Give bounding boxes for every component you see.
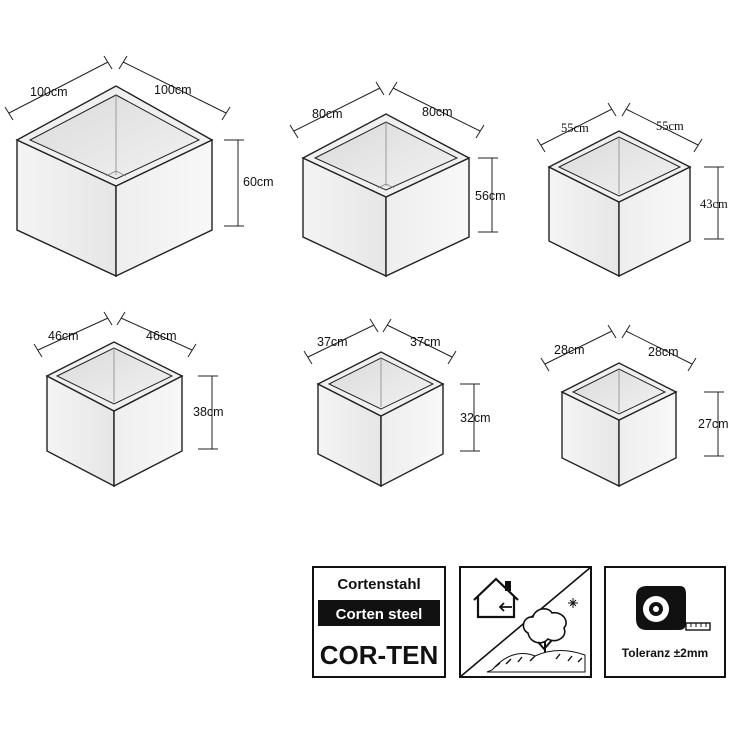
- planter-box-46: 46cm 46cm 38cm: [33, 311, 224, 488]
- height-label: 60cm: [243, 175, 274, 189]
- house-icon: [473, 577, 519, 619]
- width-label: 28cm: [554, 343, 585, 357]
- height-label: 43cm: [700, 197, 728, 211]
- material-label-code: COR-TEN: [320, 640, 438, 670]
- depth-label: 28cm: [648, 345, 679, 359]
- width-label: 100cm: [30, 85, 68, 99]
- planter-box-55: 55cm 55cm 43cm: [536, 102, 728, 278]
- width-label: 55cm: [561, 121, 589, 135]
- tolerance-label: Toleranz ±2mm: [622, 646, 708, 660]
- depth-label: 80cm: [422, 105, 453, 119]
- material-badge: Cortenstahl Corten steel COR-TEN: [312, 566, 446, 678]
- height-label: 56cm: [475, 189, 506, 203]
- indoor-outdoor-badge: [459, 566, 592, 678]
- material-label-german: Cortenstahl: [337, 576, 420, 593]
- planter-box-100: 100cm 100cm 60cm: [4, 55, 274, 278]
- tape-measure-icon: [636, 586, 711, 631]
- material-label-english: Corten steel: [336, 606, 423, 623]
- depth-label: 55cm: [656, 119, 684, 133]
- tree-icon: [486, 598, 586, 673]
- height-label: 32cm: [460, 411, 491, 425]
- height-label: 38cm: [193, 405, 224, 419]
- width-label: 46cm: [48, 329, 79, 343]
- planter-box-28: 28cm 28cm 27cm: [540, 324, 729, 488]
- depth-label: 100cm: [154, 83, 192, 97]
- width-label: 80cm: [312, 107, 343, 121]
- planter-box-37: 37cm 37cm 32cm: [303, 318, 491, 488]
- planter-box-80: 80cm 80cm 56cm: [289, 81, 506, 278]
- width-label: 37cm: [317, 335, 348, 349]
- tolerance-badge: Toleranz ±2mm: [604, 566, 726, 678]
- depth-label: 46cm: [146, 329, 177, 343]
- depth-label: 37cm: [410, 335, 441, 349]
- height-label: 27cm: [698, 417, 729, 431]
